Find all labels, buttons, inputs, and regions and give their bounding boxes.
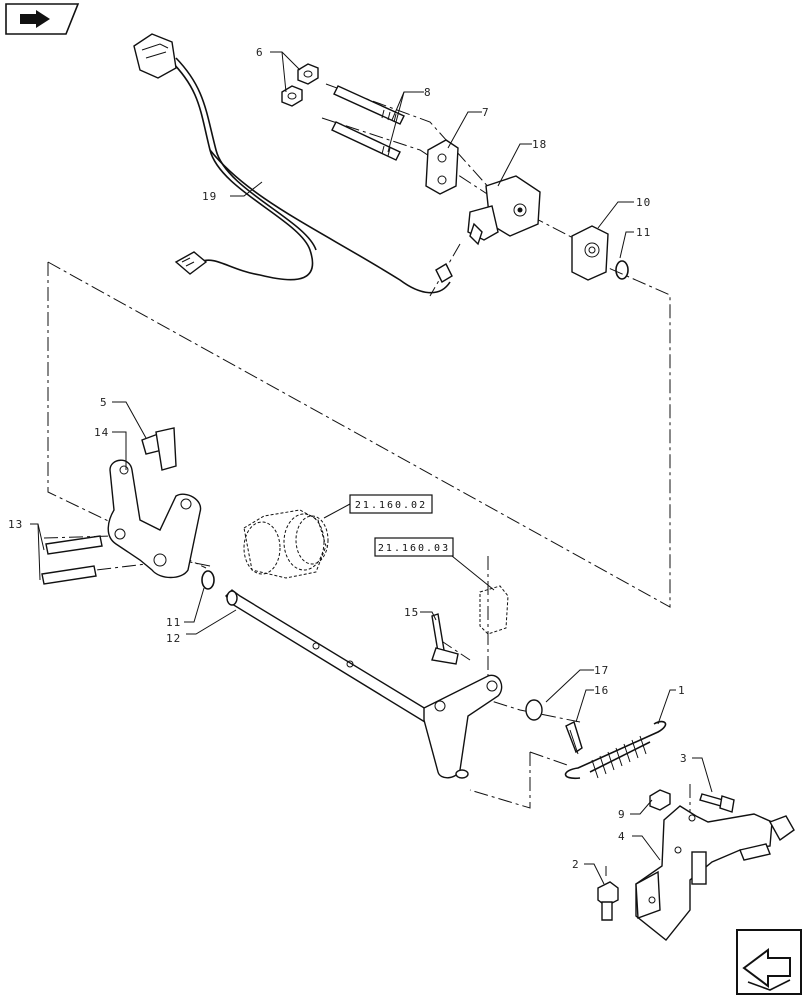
callout-10: 10: [636, 196, 651, 209]
nut-9: [649, 789, 671, 811]
bolt-3: [699, 793, 735, 813]
callout-4: 4: [618, 830, 626, 843]
callout-11-top: 11: [636, 226, 651, 239]
callout-2: 2: [572, 858, 580, 871]
callout-14: 14: [94, 426, 109, 439]
sensor-18: [467, 175, 541, 246]
callout-1: 1: [678, 684, 686, 697]
reference-box-1[interactable]: 21.160.02: [323, 494, 433, 519]
callout-7: 7: [482, 106, 490, 119]
stud-8: [331, 85, 405, 161]
nut-6: [281, 63, 319, 107]
bolt-2: [597, 881, 619, 921]
snap-ring-11-top: [615, 260, 629, 280]
plate-10: [571, 225, 609, 281]
book-arrow-icon[interactable]: [5, 3, 80, 35]
callout-6: 6: [256, 46, 264, 59]
callout-18: 18: [532, 138, 547, 151]
spring-1: [564, 720, 667, 780]
pin-15: [431, 613, 459, 665]
lever-14: [107, 459, 202, 579]
leader-lines: [30, 51, 713, 885]
knob-5: [141, 427, 177, 471]
reference-label-1: 21.160.02: [355, 500, 427, 511]
callout-12: 12: [166, 632, 181, 645]
plate-7: [425, 139, 459, 195]
callout-15: 15: [404, 606, 419, 619]
reference-label-2: 21.160.03: [378, 543, 450, 554]
assembly-centerlines: [43, 83, 691, 876]
pin-13: [41, 535, 103, 585]
next-page-arrow-icon[interactable]: [736, 929, 802, 995]
callout-11-bottom: 11: [166, 616, 181, 629]
callout-19: 19: [202, 190, 217, 203]
reference-box-2[interactable]: 21.160.03: [374, 537, 495, 591]
washer-17: [525, 699, 543, 721]
snap-ring-11-bottom: [201, 570, 215, 590]
shaft-12: [225, 589, 503, 779]
callout-8: 8: [424, 86, 432, 99]
callout-13: 13: [8, 518, 23, 531]
wiring-harness: [133, 33, 453, 294]
callout-17: 17: [594, 664, 609, 677]
callout-16: 16: [594, 684, 609, 697]
callout-3: 3: [680, 752, 688, 765]
callout-5: 5: [100, 396, 108, 409]
bracket-4: [635, 805, 795, 941]
callout-labels: 6 8 7 18 10 11 19 5 14 13 11 12 15 17 16…: [8, 46, 688, 871]
coupler-reference-ghost: [479, 585, 509, 635]
callout-9: 9: [618, 808, 626, 821]
drum-reference-ghost: [243, 509, 329, 579]
cotter-pin-16: [565, 721, 583, 755]
